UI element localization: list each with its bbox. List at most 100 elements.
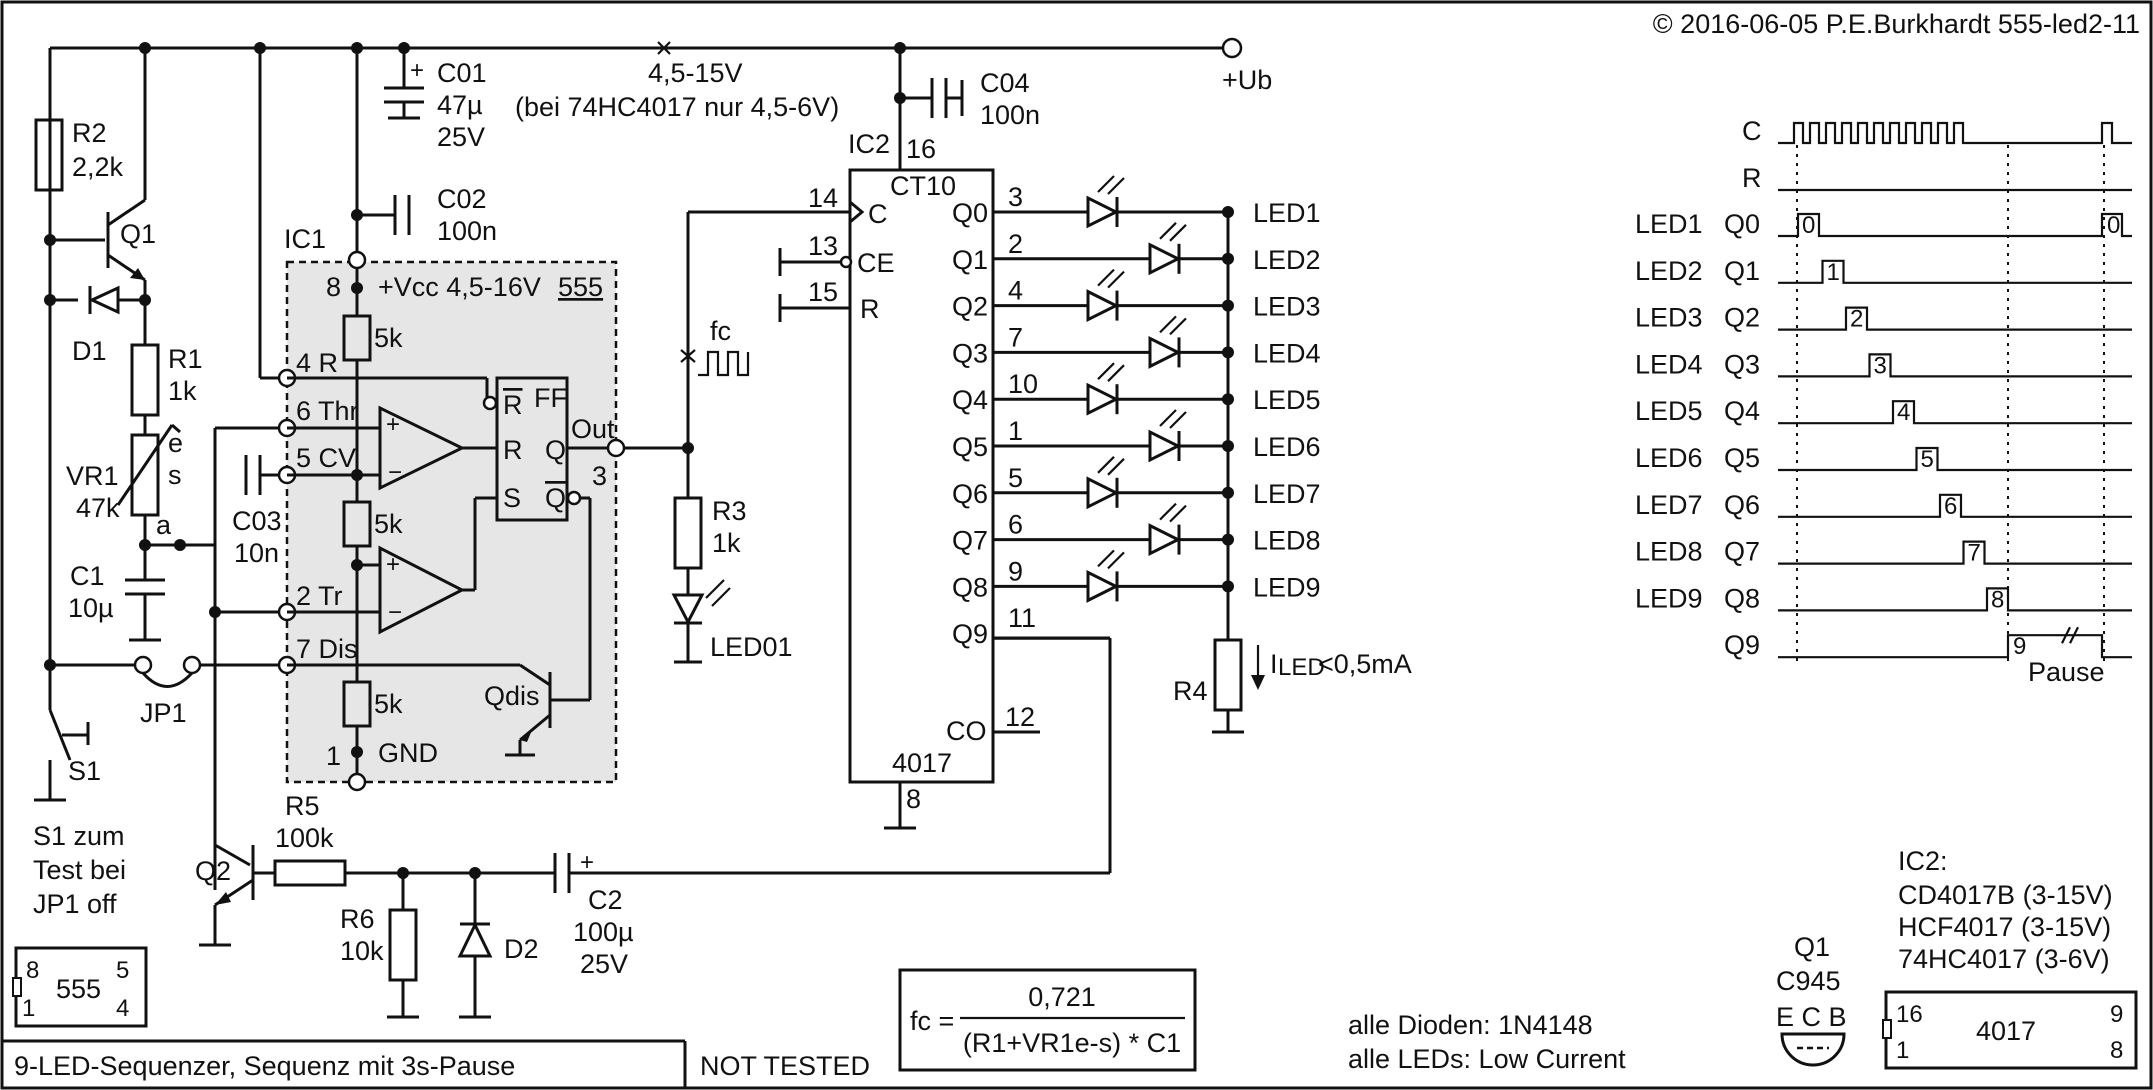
- r5-value: 100k: [275, 823, 334, 853]
- led-label: LED9: [1253, 572, 1321, 602]
- led-2-symbol: [1148, 242, 1182, 276]
- c1-ref: C1: [70, 561, 105, 591]
- c03-ref: C03: [232, 506, 282, 536]
- timing-clock: C: [1742, 116, 1762, 146]
- led-6-symbol: [1148, 429, 1182, 463]
- timing-pulse-num: 7: [1968, 540, 1981, 567]
- ic1-ff-s: S: [503, 483, 521, 513]
- timing-wave-q4: [1778, 400, 2132, 425]
- ic2-out-label: Q2: [952, 292, 988, 322]
- led01-ref: LED01: [710, 632, 793, 662]
- timing-q: Q2: [1724, 303, 1760, 333]
- ic2-box: [848, 168, 995, 784]
- s1-ref: S1: [68, 756, 101, 786]
- led-4-symbol: [1148, 335, 1182, 369]
- ic2-out-label: Q3: [952, 338, 988, 368]
- timing-wave-q1: [1778, 259, 2132, 284]
- led-label: LED4: [1253, 338, 1321, 368]
- timing-pulse-num: 9: [2013, 633, 2026, 660]
- ic1-pin4: 4 R: [296, 348, 338, 378]
- svg-text:−: −: [388, 459, 402, 486]
- timing-pulse-num: 0: [1802, 212, 1815, 239]
- ic1-pin2: 2 Tr: [296, 581, 343, 611]
- vr1-s: s: [168, 460, 182, 490]
- ic1-pin8: 8: [326, 272, 341, 302]
- ic2-co-pin: 12: [1005, 702, 1035, 732]
- ic1-ref: IC1: [284, 224, 326, 254]
- svg-text:+: +: [580, 849, 594, 876]
- ic2-pin8: 8: [906, 784, 921, 814]
- timing-led: LED3: [1635, 303, 1703, 333]
- pkg-4017-tr: 9: [2110, 1001, 2123, 1028]
- ic1-pin1: 1: [326, 741, 341, 771]
- ic2-pin16: 16: [906, 134, 936, 164]
- copyright: © 2016-06-05 P.E.Burkhardt 555-led2-11: [1653, 9, 2140, 39]
- r2-ref: R2: [72, 118, 107, 148]
- timing-led: LED1: [1635, 209, 1703, 239]
- formula-den: (R1+VR1e-s) * C1: [963, 1028, 1181, 1058]
- timing-wave-q7: [1778, 540, 2132, 565]
- ic2-out-pin: 9: [1008, 556, 1023, 586]
- timing-pulse-num: 1: [1827, 259, 1840, 286]
- ic2-pin15: 15: [808, 277, 838, 307]
- ic2-out-label: Q7: [952, 526, 988, 556]
- c2-ref: C2: [588, 885, 623, 915]
- pkg-555-tr: 5: [116, 957, 129, 984]
- q1-ref: Q1: [120, 219, 156, 249]
- timing-q: Q8: [1724, 583, 1760, 613]
- timing-q: Q1: [1724, 256, 1760, 286]
- ic2-pin14: 14: [808, 183, 838, 213]
- footer-status: NOT TESTED: [700, 1051, 870, 1081]
- timing-led: LED8: [1635, 537, 1703, 567]
- pkg-555-tl: 8: [26, 957, 39, 984]
- timing-pulse-num-2: 0: [2107, 212, 2120, 239]
- formula-lhs: fc =: [910, 1006, 954, 1036]
- timing-clock-wave: [1778, 121, 2132, 145]
- jp1-ref: JP1: [140, 698, 187, 728]
- ic2-in-r: R: [860, 294, 880, 324]
- timing-led: LED6: [1635, 443, 1703, 473]
- ic2-pin13: 13: [808, 231, 838, 261]
- pkg-q1-ref: Q1: [1794, 932, 1830, 962]
- ic1-type: 555: [558, 272, 603, 302]
- ic2-out-label: Q1: [952, 245, 988, 275]
- formula-num: 0,721: [1028, 982, 1096, 1012]
- ic2-out-label: Q8: [952, 572, 988, 602]
- c02-ref: C02: [437, 184, 487, 214]
- pkg-555-bl: 1: [22, 995, 35, 1022]
- ic1-pin7: 7 Dis: [296, 634, 358, 664]
- ub-terminal: [1221, 37, 1243, 59]
- note-diodes: alle Dioden: 1N4148: [1348, 1010, 1593, 1040]
- ic2-type: CT10: [890, 171, 956, 201]
- timing-q: Q7: [1724, 537, 1760, 567]
- ic1-box: [285, 260, 618, 784]
- led-label: LED2: [1253, 245, 1321, 275]
- timing-pulse-num: 8: [1991, 586, 2004, 613]
- timing-led: LED9: [1635, 583, 1703, 613]
- vr1-e: e: [168, 428, 183, 458]
- timing-q: Q3: [1724, 349, 1760, 379]
- timing-q: Q9: [1724, 630, 1760, 660]
- pkg-4017-name: 4017: [1976, 1016, 2036, 1046]
- s1-note-3: JP1 off: [33, 889, 117, 919]
- r4-ref: R4: [1173, 676, 1208, 706]
- led-label: LED5: [1253, 385, 1321, 415]
- ic2-in-ce: CE: [857, 248, 895, 278]
- led-9-symbol: [1086, 569, 1120, 603]
- c01-ref: C01: [437, 58, 487, 88]
- timing-pulse-num: 5: [1921, 446, 1934, 473]
- timing-pulse-num: 3: [1874, 352, 1887, 379]
- c04-ref: C04: [980, 68, 1030, 98]
- ic2-in-c: C: [868, 199, 888, 229]
- ic2-out-pin: 10: [1008, 369, 1038, 399]
- pkg-q1-pins: E C B: [1776, 1002, 1847, 1032]
- timing-wave-q0: [1778, 212, 2132, 238]
- ic1-out: Out: [571, 414, 615, 444]
- ic2-variant-3: 74HC4017 (3-6V): [1898, 944, 2110, 974]
- pkg-555-br: 4: [116, 995, 129, 1022]
- ic2-out-label: Q9: [952, 619, 988, 649]
- led-label: LED8: [1253, 526, 1321, 556]
- r1: [130, 343, 160, 417]
- ic1-ff: FF: [534, 383, 567, 413]
